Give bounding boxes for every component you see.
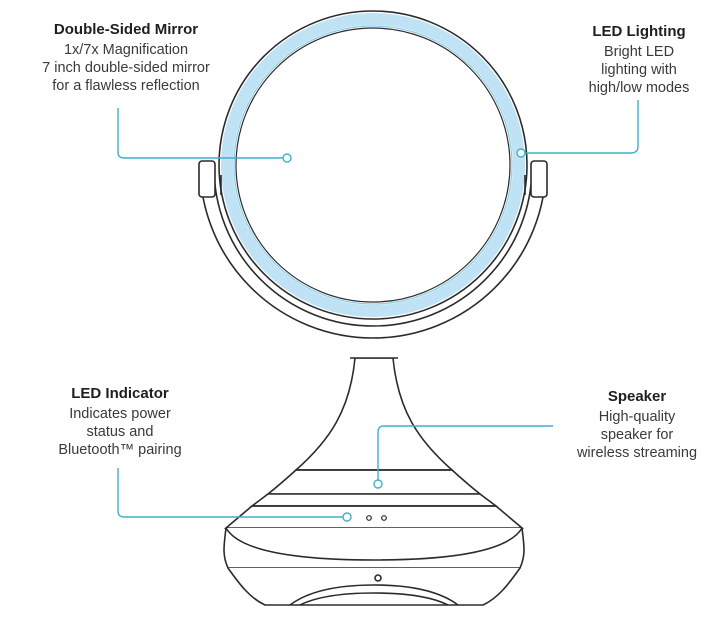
callout-line: status and [86, 424, 154, 440]
indicator-leader-dot [342, 512, 352, 522]
leader-lines [117, 100, 639, 522]
callout-title: Double-Sided Mirror [53, 21, 199, 38]
callout-description: 1x/7x Magnification 7 inch double-sided … [10, 41, 242, 95]
mirror-leader [117, 108, 283, 159]
speaker-leader [377, 425, 553, 480]
mirror-yoke [198, 160, 548, 339]
led-leader-dot [516, 148, 526, 158]
callout-line: speaker for [600, 427, 674, 443]
callout-title: LED Indicator [71, 385, 169, 402]
callout-title: LED Lighting [592, 23, 686, 40]
callout-description: Indicates power status and Bluetooth™ pa… [40, 405, 200, 459]
callout-led-indicator: LED Indicator Indicates power status and… [40, 385, 200, 459]
callout-line: wireless streaming [576, 445, 698, 461]
mirror-glass [235, 27, 511, 303]
led-leader [526, 100, 639, 154]
callout-double-sided-mirror: Double-Sided Mirror 1x/7x Magnification … [10, 21, 242, 95]
callout-line: Bright LED [603, 44, 675, 60]
callout-led-lighting: LED Lighting Bright LED lighting with hi… [565, 23, 713, 97]
mirror-leader-dot [282, 153, 292, 163]
callout-description: Bright LED lighting with high/low modes [565, 43, 713, 97]
callout-line: 7 inch double-sided mirror [42, 60, 210, 76]
stand-neck [293, 340, 455, 471]
indicator-leader [117, 468, 343, 518]
speaker-leader-dot [373, 479, 383, 489]
mirror [218, 10, 528, 320]
speaker-body [223, 469, 525, 529]
callout-line: Bluetooth™ pairing [58, 442, 182, 458]
callout-line: high/low modes [588, 80, 690, 96]
callout-line: 1x/7x Magnification [63, 42, 189, 58]
callout-line: for a flawless reflection [52, 78, 200, 94]
callout-title: Speaker [607, 388, 667, 405]
callout-speaker: Speaker High-quality speaker for wireles… [562, 388, 712, 462]
led-ring [221, 13, 525, 317]
callout-description: High-quality speaker for wireless stream… [562, 408, 712, 462]
callout-line: High-quality [598, 409, 676, 425]
callout-line: lighting with [601, 62, 677, 78]
speaker-base [223, 527, 525, 606]
callout-line: Indicates power [69, 406, 171, 422]
indicator-dots [366, 515, 387, 521]
